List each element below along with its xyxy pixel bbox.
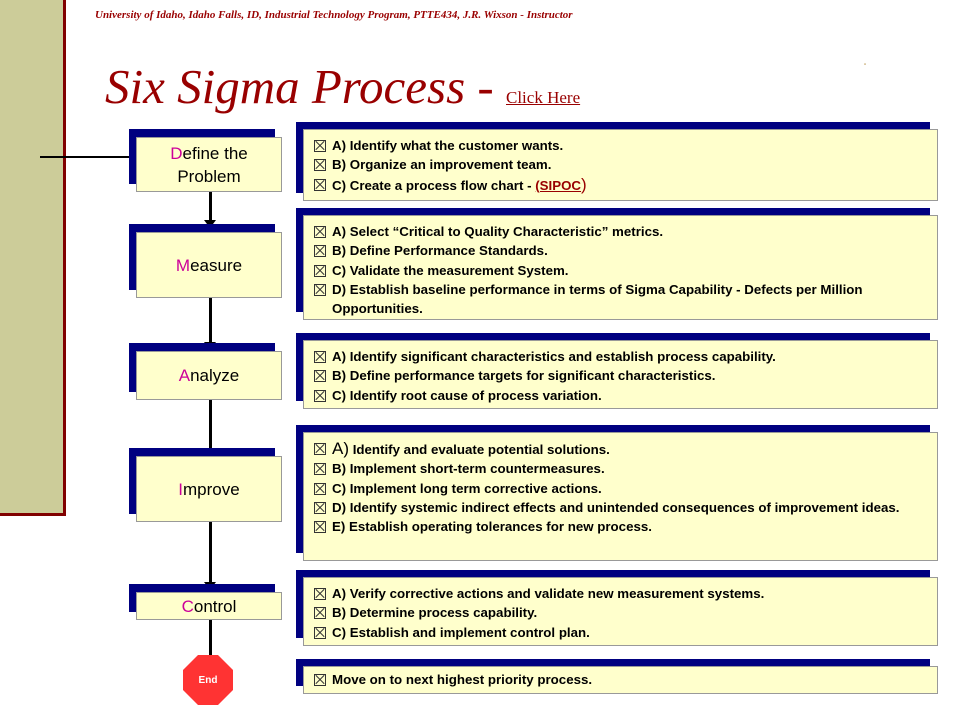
end-details-box: Move on to next highest priority process… xyxy=(303,666,938,694)
list-item: C) Implement long term corrective action… xyxy=(314,479,929,498)
step-define[interactable]: Define the Problem xyxy=(129,129,282,192)
list-item: D) Establish baseline performance in ter… xyxy=(314,280,929,319)
step-improve[interactable]: Improve xyxy=(129,448,282,522)
step-first-letter: I xyxy=(178,479,184,499)
improve-details-box: A) Identify and evaluate potential solut… xyxy=(303,432,938,561)
measure-details: A) Select “Critical to Quality Character… xyxy=(296,208,938,320)
x-box-icon xyxy=(314,389,326,402)
list-item: C) Validate the measurement System. xyxy=(314,261,929,280)
header-credit: University of Idaho, Idaho Falls, ID, In… xyxy=(95,9,573,21)
end-label: End xyxy=(198,674,218,686)
analyze-details-box: A) Identify significant characteristics … xyxy=(303,340,938,409)
step-define-box[interactable]: Define the Problem xyxy=(136,137,282,192)
list-item: A) Identify significant characteristics … xyxy=(314,347,929,366)
sipoc-link[interactable]: (SIPOC xyxy=(535,177,582,193)
x-box-icon xyxy=(314,178,326,191)
flow-arrow-3 xyxy=(204,400,216,456)
step-improve-box[interactable]: Improve xyxy=(136,456,282,522)
x-box-icon xyxy=(314,264,326,277)
list-item: A) Identify what the customer wants. xyxy=(314,136,929,155)
list-item: C) Establish and implement control plan. xyxy=(314,623,929,642)
step-measure-box[interactable]: Measure xyxy=(136,232,282,298)
list-item: B) Implement short-term countermeasures. xyxy=(314,459,929,478)
page-title: Six Sigma Process - Click Here xyxy=(105,62,580,111)
step-first-letter: C xyxy=(181,596,194,616)
step-control-box[interactable]: Control xyxy=(136,592,282,620)
flow-arrow-5 xyxy=(204,620,216,664)
list-item: B) Determine process capability. xyxy=(314,603,929,622)
list-item: E) Establish operating tolerances for ne… xyxy=(314,517,929,536)
x-box-icon xyxy=(314,482,326,495)
x-box-icon xyxy=(314,226,326,238)
x-box-icon xyxy=(314,351,326,363)
x-box-icon xyxy=(314,463,326,476)
analyze-details: A) Identify significant characteristics … xyxy=(296,333,938,409)
sidebar-rule xyxy=(0,513,63,516)
step-label: efine the xyxy=(182,143,248,163)
list-item: B) Organize an improvement team. xyxy=(314,155,929,174)
step-label-line2: Problem xyxy=(177,166,241,186)
list-item: B) Define performance targets for signif… xyxy=(314,366,929,385)
step-measure[interactable]: Measure xyxy=(129,224,282,298)
sidebar-decoration xyxy=(0,0,63,513)
x-box-icon xyxy=(314,370,326,383)
list-item: B) Define Performance Standards. xyxy=(314,241,929,260)
list-item: A) Verify corrective actions and validat… xyxy=(314,584,929,603)
list-item: Move on to next highest priority process… xyxy=(314,670,929,689)
end-stop-sign[interactable]: End xyxy=(183,655,233,705)
list-item: A) Identify and evaluate potential solut… xyxy=(314,439,929,459)
define-details-box: A) Identify what the customer wants. B) … xyxy=(303,129,938,201)
step-first-letter: D xyxy=(170,143,183,163)
list-item: C) Create a process flow chart - (SIPOC) xyxy=(314,175,929,195)
control-details-box: A) Verify corrective actions and validat… xyxy=(303,577,938,646)
x-box-icon xyxy=(314,588,326,600)
x-box-icon xyxy=(314,245,326,258)
x-box-icon xyxy=(314,443,326,455)
step-label: mprove xyxy=(183,479,240,499)
flow-arrow-2 xyxy=(204,298,216,350)
x-box-icon xyxy=(314,159,326,172)
x-box-icon xyxy=(314,140,326,152)
step-label: nalyze xyxy=(190,366,240,385)
x-box-icon xyxy=(314,674,326,686)
flow-arrow-1 xyxy=(204,192,216,228)
flow-arrow-4 xyxy=(204,522,216,590)
page-title-text: Six Sigma Process - xyxy=(105,59,506,114)
list-item: C) Identify root cause of process variat… xyxy=(314,386,929,405)
step-first-letter: M xyxy=(175,255,191,275)
improve-details: A) Identify and evaluate potential solut… xyxy=(296,425,938,561)
x-box-icon xyxy=(314,501,326,514)
sidebar-divider xyxy=(63,0,66,516)
step-first-letter: A xyxy=(178,366,191,385)
step-analyze[interactable]: Analyze xyxy=(129,343,282,400)
list-item: A) Select “Critical to Quality Character… xyxy=(314,222,929,241)
control-details: A) Verify corrective actions and validat… xyxy=(296,570,938,646)
flow-connector-left xyxy=(40,156,136,158)
step-label: easure xyxy=(190,255,243,275)
x-box-icon xyxy=(314,626,326,639)
list-item: D) Identify systemic indirect effects an… xyxy=(314,498,929,517)
decorative-dot: ▫ xyxy=(864,62,867,68)
step-label: ontrol xyxy=(193,596,237,616)
x-box-icon xyxy=(314,607,326,620)
click-here-link[interactable]: Click Here xyxy=(506,88,581,107)
step-control[interactable]: Control xyxy=(129,584,282,620)
x-box-icon xyxy=(314,521,326,534)
end-details: Move on to next highest priority process… xyxy=(296,659,938,694)
define-details: A) Identify what the customer wants. B) … xyxy=(296,122,938,201)
x-box-icon xyxy=(314,283,326,296)
step-analyze-box[interactable]: Analyze xyxy=(136,351,282,400)
measure-details-box: A) Select “Critical to Quality Character… xyxy=(303,215,938,320)
